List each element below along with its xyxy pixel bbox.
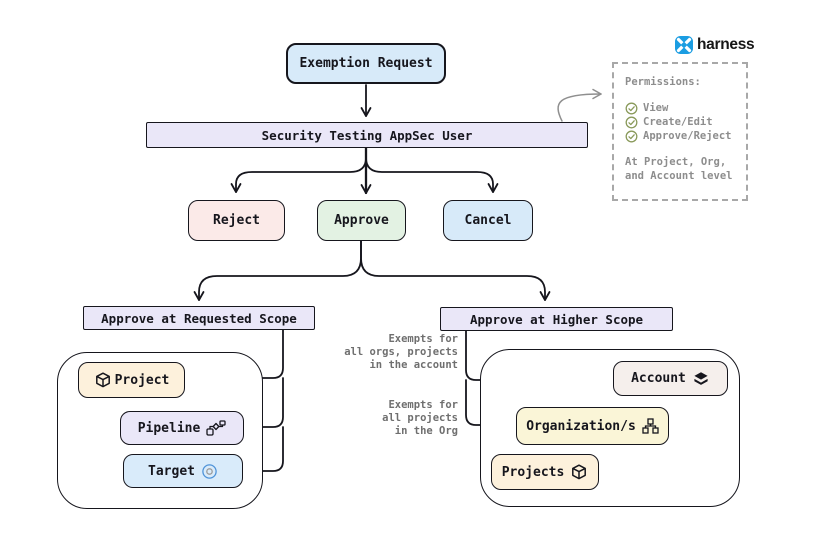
node-account: Account <box>613 361 728 396</box>
node-label: Reject <box>213 213 260 228</box>
node-label: Target <box>148 463 195 479</box>
permissions-footnote: At Project, Org, and Account level <box>625 155 737 183</box>
arrow-requested-to-pipeline <box>247 377 284 433</box>
permission-item: Approve/Reject <box>625 129 737 143</box>
org-chart-icon <box>642 418 659 434</box>
node-label: Security Testing AppSec User <box>261 127 473 143</box>
footnote-line: At Project, Org, <box>625 156 727 168</box>
permissions-title: Permissions: <box>625 76 701 88</box>
node-label: Projects <box>501 464 565 480</box>
arrow-higher-to-organizations <box>465 379 511 431</box>
annotation-org-exempt: Exempts for all projects in the Org <box>330 399 458 438</box>
node-label: Project <box>114 372 170 388</box>
node-appsec-user: Security Testing AppSec User <box>146 122 588 148</box>
annotation-line: Exempts for <box>388 399 458 411</box>
permission-label: Create/Edit <box>643 116 713 128</box>
harness-pinwheel-icon <box>675 36 693 54</box>
annotation-line: in the account <box>369 359 458 371</box>
node-project: Project <box>78 362 185 398</box>
permission-label: Approve/Reject <box>643 130 732 142</box>
layers-icon <box>694 371 708 385</box>
permission-item: Create/Edit <box>625 115 737 129</box>
node-approve: Approve <box>317 200 406 241</box>
check-circle-icon <box>625 102 638 114</box>
annotation-line: all orgs, projects <box>344 346 458 358</box>
node-label: Organization/s <box>526 418 636 434</box>
harness-logo: harness <box>674 35 755 55</box>
target-circle-icon <box>202 463 217 479</box>
node-label: Approve at Higher Scope <box>469 311 644 327</box>
permission-item: View <box>625 101 737 115</box>
permission-label: View <box>643 102 669 114</box>
node-exemption-request: Exemption Request <box>286 43 446 84</box>
node-cancel: Cancel <box>443 200 533 241</box>
annotation-line: Exempts for <box>388 333 458 345</box>
arrow-higher-to-account <box>465 330 608 386</box>
node-label: Exemption Request <box>299 56 433 71</box>
node-target: Target <box>123 454 243 488</box>
permissions-panel: Permissions: View Create/Edit Approve/Re… <box>612 62 748 201</box>
pipeline-graph-icon <box>206 420 226 436</box>
node-label: Approve <box>334 213 389 228</box>
node-reject: Reject <box>188 200 285 241</box>
arrow-appsec-to-reject <box>230 149 367 193</box>
node-label: Account <box>631 371 686 386</box>
arrow-requested-to-project <box>189 329 284 384</box>
check-circle-icon <box>625 116 638 128</box>
footnote-line: and Account level <box>625 170 733 182</box>
node-projects: Projects <box>491 454 599 490</box>
arrow-approve-to-higher-scope <box>360 240 551 301</box>
node-approve-requested-scope: Approve at Requested Scope <box>83 306 315 330</box>
arrow-approve-to-requested-scope <box>193 240 362 301</box>
node-pipeline: Pipeline <box>120 411 244 445</box>
annotation-line: all projects <box>382 412 458 424</box>
node-label: Cancel <box>464 213 512 228</box>
node-organizations: Organization/s <box>516 407 669 445</box>
node-approve-higher-scope: Approve at Higher Scope <box>440 307 673 331</box>
annotation-account-exempt: Exempts for all orgs, projects in the ac… <box>330 333 458 372</box>
annotation-line: in the Org <box>394 425 458 437</box>
cube-icon <box>572 464 587 480</box>
node-label: Approve at Requested Scope <box>101 310 297 326</box>
node-label: Pipeline <box>137 420 201 436</box>
arrow-appsec-to-permissions <box>557 88 602 122</box>
arrow-requested-to-target <box>246 426 284 477</box>
brand-wordmark: harness <box>697 36 755 53</box>
cube-icon <box>95 372 110 388</box>
check-circle-icon <box>625 130 638 142</box>
arrow-appsec-to-cancel <box>365 149 499 193</box>
